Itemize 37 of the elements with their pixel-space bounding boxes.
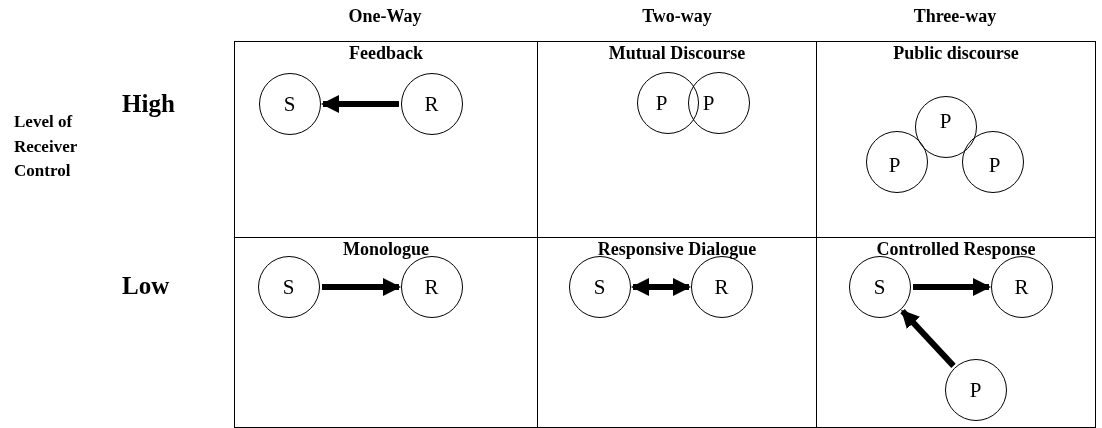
- participant-letter: R: [714, 276, 729, 297]
- participant-letter: S: [593, 276, 606, 297]
- arrow: [321, 95, 399, 113]
- cell-heading: Public discourse: [892, 43, 1020, 64]
- participant-letter: R: [1014, 276, 1029, 297]
- quadrant-cell: [234, 41, 537, 237]
- quadrant-cell: [537, 41, 816, 237]
- participant-letter: P: [939, 110, 952, 131]
- participant-letter: P: [702, 92, 715, 113]
- row-header: Low: [122, 272, 170, 300]
- participant-letter: R: [424, 93, 439, 114]
- participant-letter: P: [655, 92, 668, 113]
- cell-heading: Monologue: [342, 239, 430, 260]
- participant-letter: S: [283, 93, 296, 114]
- column-header: One-Way: [348, 6, 422, 27]
- participant-letter: P: [888, 154, 901, 175]
- participant-letter: R: [424, 276, 439, 297]
- column-header: Two-way: [642, 6, 712, 27]
- participant-letter: S: [282, 276, 295, 297]
- cell-heading: Controlled Response: [875, 239, 1037, 260]
- cell-heading: Mutual Discourse: [607, 43, 747, 64]
- axis-title: Level of Receiver Control: [14, 111, 78, 183]
- arrow: [913, 278, 991, 296]
- row-header: High: [122, 90, 175, 118]
- participant-letter: S: [873, 276, 886, 297]
- quadrant-cell: [816, 41, 1096, 237]
- participant-letter: P: [988, 154, 1001, 175]
- quadrant-cell: [537, 237, 816, 428]
- quadrant-cell: [816, 237, 1096, 428]
- participant-letter: P: [969, 379, 982, 400]
- column-header: Three-way: [913, 6, 997, 27]
- arrow: [322, 278, 401, 296]
- cell-heading: Responsive Dialogue: [596, 239, 758, 260]
- arrow: [900, 309, 956, 368]
- cell-heading: Feedback: [348, 43, 424, 64]
- quadrant-cell: [234, 237, 537, 428]
- arrow: [631, 278, 691, 296]
